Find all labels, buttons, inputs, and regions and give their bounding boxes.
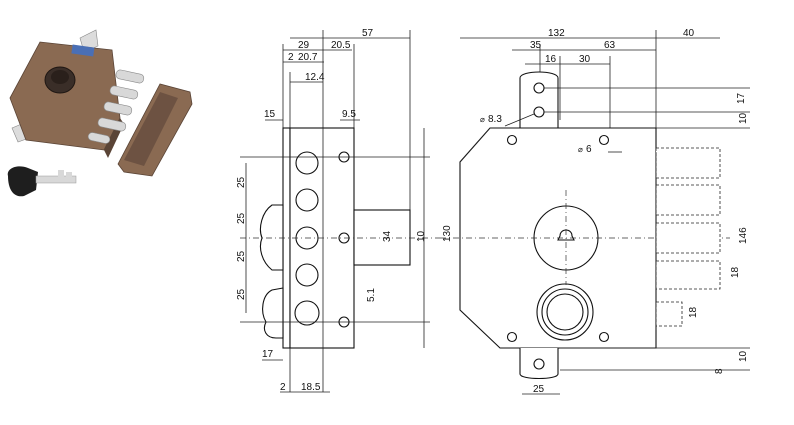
knob-profile: [259, 204, 284, 271]
tab-hole-bottom: [533, 358, 545, 370]
dim-63: 63: [604, 40, 616, 51]
dim-18-5: 18.5: [301, 382, 321, 393]
dim-25-c: 25: [236, 250, 247, 262]
corner-screw: [506, 331, 518, 343]
bolt-hole-lower: [294, 300, 320, 326]
dim-8-3: 8.3: [488, 114, 502, 125]
product-photo: [7, 29, 193, 197]
side-view: 29 20.5 57 2 20.7 12.4 15 9.5: [236, 28, 453, 393]
strike-plate-face: [124, 92, 178, 166]
dim-12-4: 12.4: [305, 72, 325, 83]
corner-screw: [598, 134, 610, 146]
dim-132: 132: [548, 28, 565, 39]
dim-146: 146: [738, 227, 749, 244]
bolt-outline: [655, 260, 721, 290]
corner-screw: [598, 331, 610, 343]
bolt: [87, 132, 111, 144]
dim-29: 29: [298, 40, 310, 51]
dim-130: 130: [442, 225, 453, 242]
bolt-outline: [655, 184, 721, 216]
dim-5-1: 5.1: [366, 288, 377, 302]
dim-25-b: 25: [236, 212, 247, 224]
dim-30: 30: [579, 54, 591, 65]
cylinder-projection: [353, 209, 411, 266]
dim-40: 40: [683, 28, 695, 39]
dim-17-side: 17: [262, 349, 274, 360]
dim-35: 35: [530, 40, 542, 51]
brand-label: [71, 44, 95, 57]
key-icon: [7, 166, 77, 197]
dim-8: 8: [714, 368, 725, 374]
bolt: [97, 117, 127, 132]
dim-9-5: 9.5: [342, 109, 356, 120]
dim-2-bottom: 2: [280, 382, 286, 393]
dim-16: 16: [545, 54, 557, 65]
dim-25-front: 25: [533, 384, 545, 395]
dim-15: 15: [264, 109, 276, 120]
dim-18-bolt: 18: [730, 266, 741, 278]
lock-bolts: [87, 69, 145, 144]
bolt-outline: [655, 222, 721, 254]
dim-18-latch: 18: [688, 306, 699, 318]
dim-8-3-sym: ⌀: [480, 115, 485, 124]
front-view: 132 40 35 63 16 30 8.3 ⌀ 6 ⌀: [440, 28, 750, 395]
top-mounting-tab: [519, 71, 559, 128]
dim-20-5: 20.5: [331, 40, 351, 51]
dim-10-side: 10: [416, 230, 427, 242]
dim-57: 57: [362, 28, 374, 39]
dim-25-d: 25: [236, 288, 247, 300]
dim-2-top: 2: [288, 52, 294, 63]
bolt: [103, 101, 133, 116]
dim-6: 6: [586, 144, 592, 155]
dim-25-a: 25: [236, 176, 247, 188]
bolt-hole: [295, 263, 319, 287]
bolt-outline: [655, 147, 721, 179]
bolt-hole: [295, 151, 319, 175]
corner-screw: [506, 134, 518, 146]
dim-10-bottom: 10: [738, 350, 749, 362]
dim-6-sym: ⌀: [578, 145, 583, 154]
dim-34: 34: [382, 230, 393, 242]
lower-knob-inner: [546, 293, 584, 331]
latch-bolt: [655, 301, 683, 327]
bolt: [109, 85, 139, 100]
dim-17-front: 17: [736, 92, 747, 104]
knob-lower: [262, 287, 284, 339]
bolt: [115, 69, 145, 84]
tab-hole: [533, 82, 545, 94]
cylinder-knob-inner: [51, 70, 69, 84]
lock-body: [9, 41, 121, 151]
dim-20-7: 20.7: [298, 52, 318, 63]
tab-hole: [533, 106, 545, 118]
dim-10-top: 10: [738, 112, 749, 124]
bolt-hole: [295, 188, 319, 212]
